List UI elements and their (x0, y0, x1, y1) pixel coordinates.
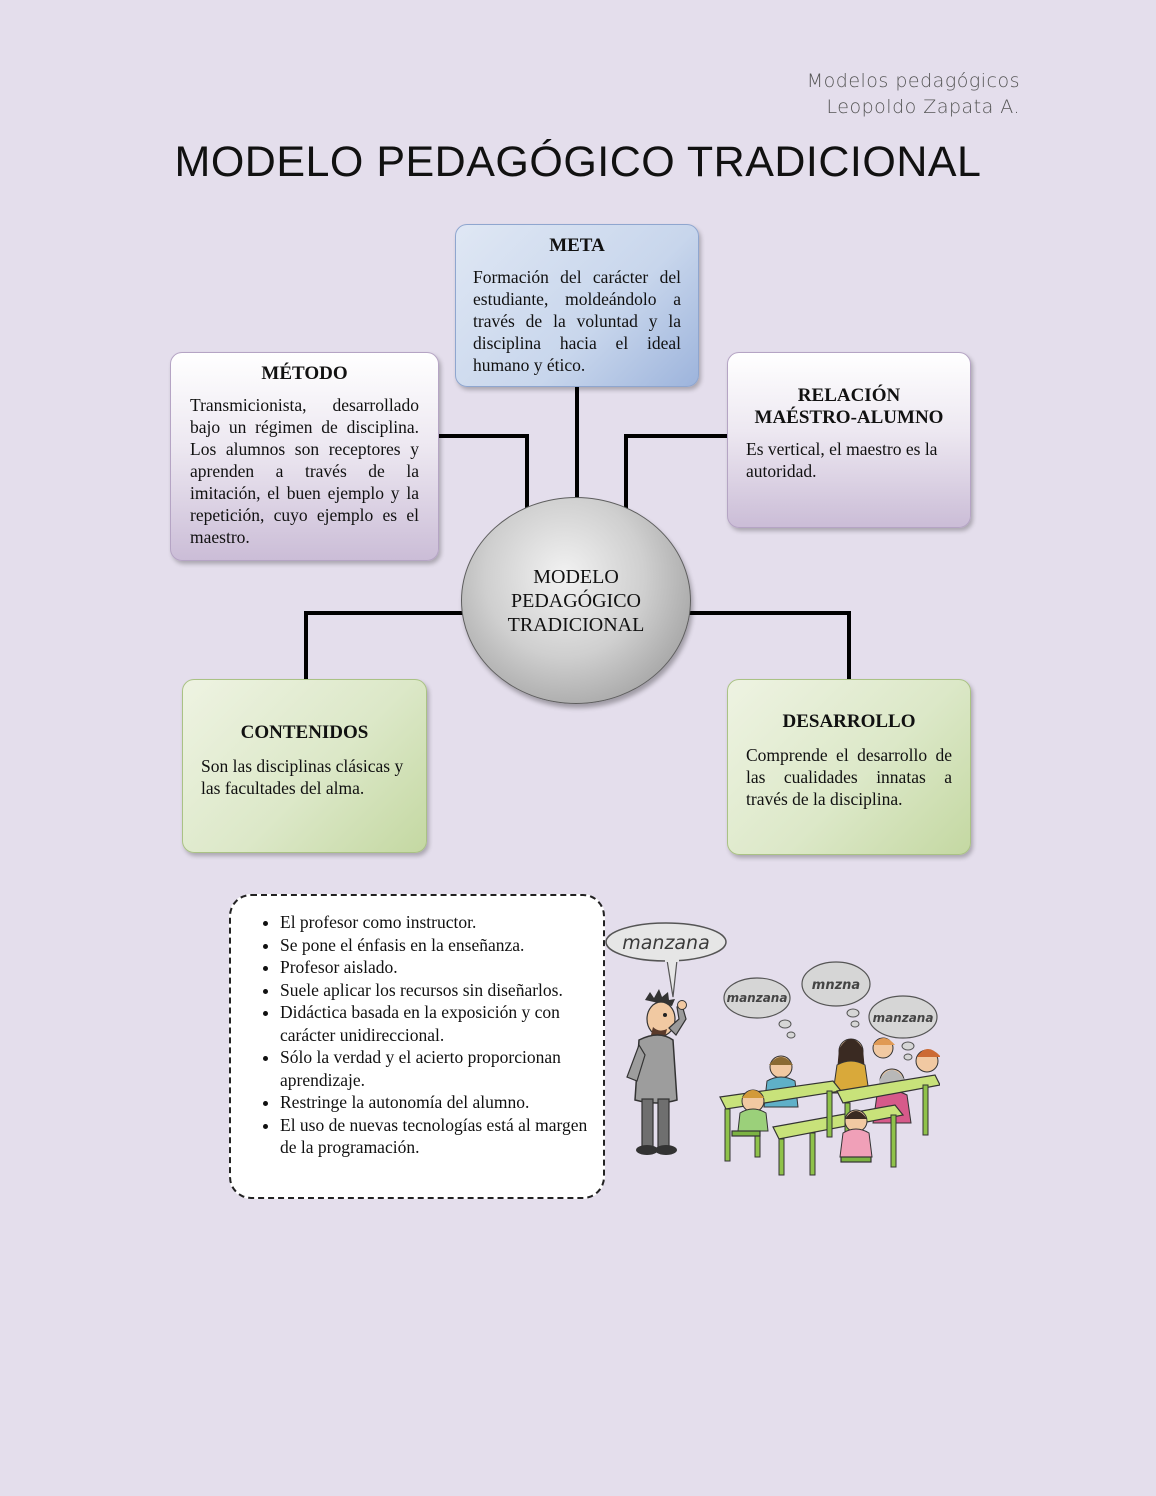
node-meta-text: Formación del carácter del estudiante, m… (473, 267, 681, 375)
center-node: MODELO PEDAGÓGICO TRADICIONAL (461, 497, 691, 704)
list-item: El uso de nuevas tecnologías está al mar… (280, 1114, 593, 1159)
connector-relacion (624, 434, 729, 511)
node-metodo-title: MÉTODO (261, 363, 348, 384)
node-relacion-text: Es vertical, el maestro es la autoridad. (746, 439, 938, 481)
node-relacion-title: RELACIÓN MAÉSTRO-ALUMNO (754, 385, 944, 428)
node-contenidos-title: CONTENIDOS (240, 722, 369, 743)
connector-contenidos (304, 611, 465, 682)
student-thought-bubble-2: mnzna (801, 961, 871, 1028)
node-desarrollo-title: DESARROLLO (782, 711, 916, 732)
student-thought-bubble-1: manzana (723, 977, 796, 1039)
page-header: Modelos pedagógicos Leopoldo Zapata A. (807, 68, 1020, 120)
list-item: Suele aplicar los recursos sin diseñarlo… (280, 979, 593, 1002)
connector-desarrollo (689, 611, 851, 682)
node-meta-title: META (549, 235, 605, 256)
classroom-illustration: manzana manzana mnzna manzana (605, 922, 940, 1176)
student-bubble-text-2: mnzna (812, 978, 860, 993)
characteristics-list: El profesor como instructor. Se pone el … (231, 911, 593, 1159)
node-relacion: RELACIÓN MAÉSTRO-ALUMNO Es vertical, el … (727, 352, 971, 528)
list-item: Profesor aislado. (280, 956, 593, 979)
page-title: MODELO PEDAGÓGICO TRADICIONAL (174, 138, 982, 186)
list-item: Didáctica basada en la exposición y con … (280, 1001, 593, 1046)
node-meta: META Formación del carácter del estudian… (455, 224, 699, 387)
list-item: Restringe la autonomía del alumno. (280, 1091, 593, 1114)
center-node-label: MODELO PEDAGÓGICO TRADICIONAL (507, 565, 645, 636)
student-bubble-text-1: manzana (727, 991, 788, 1005)
header-line-2: Leopoldo Zapata A. (826, 96, 1020, 118)
list-item: El profesor como instructor. (280, 911, 593, 934)
node-contenidos-text: Son las disciplinas clásicas y las facul… (201, 756, 404, 798)
node-desarrollo-text: Comprende el desarrollo de las cualidade… (746, 745, 952, 809)
characteristics-box: El profesor como instructor. Se pone el … (229, 894, 605, 1199)
teacher-figure (626, 989, 687, 1155)
list-item: Se pone el énfasis en la enseñanza. (280, 934, 593, 957)
list-item: Sólo la verdad y el acierto proporcionan… (280, 1046, 593, 1091)
student-bubble-text-3: manzana (873, 1011, 934, 1025)
node-metodo-text: Transmicionista, desarrollado bajo un ré… (190, 395, 419, 547)
teacher-speech-bubble: manzana (605, 922, 727, 998)
connector-metodo (437, 434, 529, 511)
node-desarrollo: DESARROLLO Comprende el desarrollo de la… (727, 679, 971, 855)
node-metodo: MÉTODO Transmicionista, desarrollado baj… (170, 352, 439, 561)
header-line-1: Modelos pedagógicos (806, 70, 1020, 92)
students-group (719, 1037, 940, 1176)
node-contenidos: CONTENIDOS Son las disciplinas clásicas … (182, 679, 427, 853)
teacher-bubble-text: manzana (622, 932, 710, 954)
student-thought-bubble-3: manzana (868, 995, 938, 1061)
